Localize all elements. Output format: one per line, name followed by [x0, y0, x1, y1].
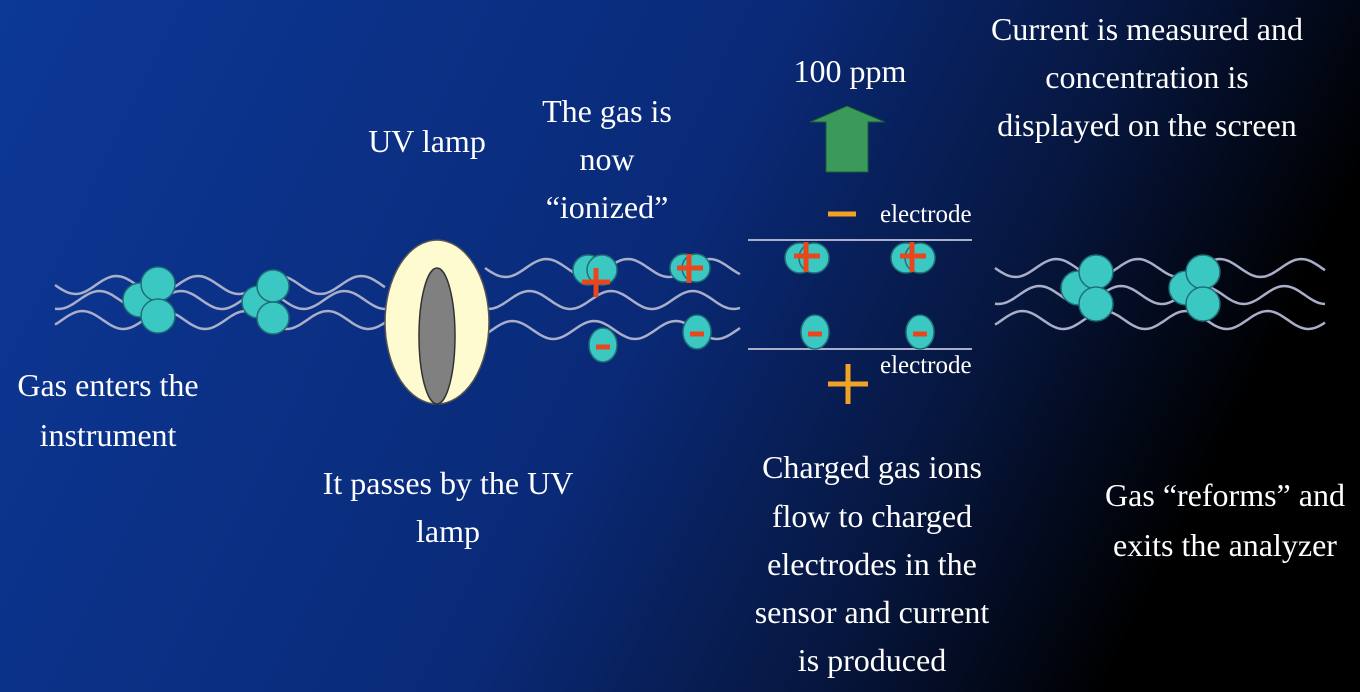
- svg-text:sensor and current: sensor and current: [755, 594, 990, 630]
- svg-text:“ionized”: “ionized”: [546, 189, 669, 225]
- current-measured-label: Current is measured and concentration is…: [991, 11, 1303, 143]
- positive-ion: [572, 254, 618, 297]
- gas-flow-line: [994, 284, 1326, 306]
- svg-text:Charged gas ions: Charged gas ions: [762, 449, 982, 485]
- negative-ion: [682, 314, 712, 350]
- svg-text:is produced: is produced: [798, 642, 946, 678]
- uv-lamp-icon: [384, 239, 490, 405]
- svg-text:instrument: instrument: [40, 417, 177, 453]
- plus-sign-icon: [828, 364, 868, 404]
- electrode-negative-label: electrode: [880, 201, 972, 228]
- gas-flow-line: [994, 309, 1326, 331]
- positive-ion: [669, 253, 711, 283]
- svg-text:The gas is: The gas is: [542, 93, 672, 129]
- svg-text:Gas enters the: Gas enters the: [17, 367, 198, 403]
- gas-molecule: [1060, 254, 1114, 322]
- gas-flow-line: [54, 309, 386, 331]
- charged-ions-label: Charged gas ions flow to charged electro…: [755, 449, 990, 678]
- svg-text:Current is measured and: Current is measured and: [991, 11, 1303, 47]
- svg-text:lamp: lamp: [416, 513, 480, 549]
- electrode-positive-label: electrode: [880, 352, 972, 379]
- gas-enters-label: Gas enters the instrument: [17, 367, 198, 453]
- svg-text:concentration is: concentration is: [1045, 59, 1248, 95]
- positive-ion: [784, 242, 830, 274]
- passes-lamp-label: It passes by the UV lamp: [323, 465, 574, 549]
- negative-ion: [800, 314, 830, 350]
- svg-text:electrodes in the: electrodes in the: [767, 546, 977, 582]
- gas-flow-line: [54, 289, 386, 311]
- gas-flow-line: [994, 257, 1326, 279]
- gas-flow-lines: [54, 257, 1326, 341]
- gas-flow-line: [484, 289, 741, 311]
- svg-text:Gas “reforms” and: Gas “reforms” and: [1105, 477, 1345, 513]
- positive-ion: [890, 242, 936, 274]
- ppm-reading: 100 ppm: [794, 53, 907, 89]
- arrow-up-icon: [809, 105, 886, 173]
- svg-text:exits the analyzer: exits the analyzer: [1113, 527, 1337, 563]
- gas-molecule: [1168, 254, 1221, 322]
- gas-molecule: [122, 266, 176, 334]
- svg-text:flow to charged: flow to charged: [772, 498, 972, 534]
- reforms-label: Gas “reforms” and exits the analyzer: [1105, 477, 1345, 563]
- uv-lamp-label: UV lamp: [368, 123, 486, 159]
- svg-text:now: now: [579, 141, 634, 177]
- negative-ion: [588, 327, 618, 363]
- gas-molecule: [241, 269, 290, 335]
- svg-text:displayed on the screen: displayed on the screen: [997, 107, 1296, 143]
- negative-ion: [905, 314, 935, 350]
- svg-text:It passes by the UV: It passes by the UV: [323, 465, 574, 501]
- gas-flow-line: [54, 274, 386, 296]
- ionized-label: The gas is now “ionized”: [542, 93, 672, 225]
